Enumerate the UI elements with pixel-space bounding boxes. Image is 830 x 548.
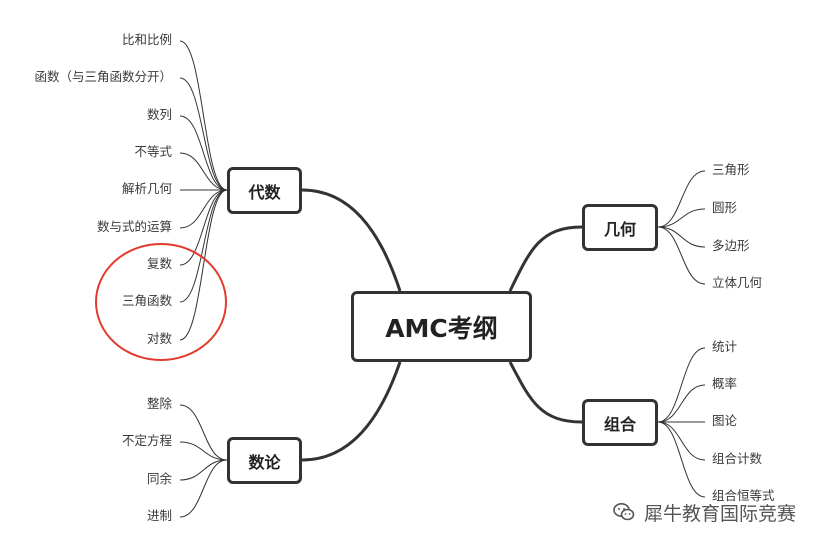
leaf-connector-algebra-6 <box>179 189 228 266</box>
leaf-connector-number_theory-2 <box>179 459 228 481</box>
leaf-connector-combinatorics-3 <box>657 421 706 461</box>
leaf-combinatorics-1: 概率 <box>712 376 738 391</box>
leaf-connector-algebra-5 <box>179 189 228 229</box>
branch-geometry-label: 几何 <box>603 219 636 239</box>
leaf-algebra-8: 对数 <box>146 331 172 346</box>
leaf-connector-algebra-2 <box>179 115 228 191</box>
leaf-number-theory-3: 进制 <box>146 508 172 523</box>
branch-algebra-label: 代数 <box>248 182 281 202</box>
leaf-connector-combinatorics-4 <box>657 421 706 498</box>
leaf-connector-number_theory-3 <box>179 459 228 518</box>
leaf-connector-number_theory-0 <box>179 404 228 461</box>
center-node: AMC考纲 <box>351 291 532 362</box>
branch-number-theory-label: 数论 <box>248 452 281 472</box>
leaf-connector-number_theory-1 <box>179 441 228 461</box>
branch-combinatorics: 组合 <box>582 399 658 446</box>
branch-geometry: 几何 <box>582 204 658 251</box>
leaf-geometry-2: 多边形 <box>712 238 750 253</box>
leaf-connector-algebra-8 <box>179 189 228 341</box>
highlight-circle <box>95 243 227 361</box>
connector-number-theory <box>301 361 402 462</box>
leaf-connector-algebra-1 <box>179 77 228 191</box>
leaf-combinatorics-3: 组合计数 <box>712 451 763 466</box>
leaf-number-theory-1: 不定方程 <box>121 433 172 448</box>
leaf-number-theory-2: 同余 <box>146 471 172 486</box>
leaf-geometry-1: 圆形 <box>712 200 738 215</box>
branch-algebra: 代数 <box>227 167 302 214</box>
leaf-algebra-3: 不等式 <box>134 144 172 159</box>
leaf-combinatorics-0: 统计 <box>712 339 738 354</box>
center-title: AMC考纲 <box>385 313 498 343</box>
connector-algebra <box>301 188 402 292</box>
leaf-combinatorics-4: 组合恒等式 <box>712 488 775 503</box>
leaf-connector-geometry-1 <box>657 208 706 228</box>
branch-number-theory: 数论 <box>227 437 302 484</box>
connector-geometry <box>508 225 583 292</box>
leaf-connector-algebra-0 <box>179 40 228 191</box>
leaf-algebra-2: 数列 <box>146 107 172 122</box>
leaf-algebra-0: 比和比例 <box>121 32 172 47</box>
leaf-algebra-5: 数与式的运算 <box>96 219 172 234</box>
watermark-text: 犀牛教育国际竞赛 <box>644 502 797 525</box>
watermark: 犀牛教育国际竞赛 <box>612 497 796 527</box>
leaf-connector-geometry-2 <box>657 226 706 248</box>
leaf-connector-geometry-3 <box>657 226 706 285</box>
connector-combinatorics <box>508 361 583 424</box>
leaf-geometry-0: 三角形 <box>712 162 750 177</box>
leaf-algebra-1: 函数（与三角函数分开） <box>34 69 172 84</box>
wechat-icon <box>613 503 635 521</box>
leaf-algebra-6: 复数 <box>146 256 172 271</box>
leaf-number-theory-0: 整除 <box>146 396 172 411</box>
branch-combinatorics-label: 组合 <box>603 414 636 434</box>
leaf-connector-combinatorics-1 <box>657 384 706 423</box>
leaf-connector-algebra-3 <box>179 152 228 191</box>
leaf-combinatorics-2: 图论 <box>712 413 738 428</box>
leaf-geometry-3: 立体几何 <box>712 275 763 290</box>
leaf-algebra-7: 三角函数 <box>121 293 172 308</box>
leaf-connector-combinatorics-0 <box>657 347 706 423</box>
leaf-connector-geometry-0 <box>657 170 706 228</box>
leaf-connector-algebra-7 <box>179 189 228 303</box>
leaf-algebra-4: 解析几何 <box>121 181 172 196</box>
